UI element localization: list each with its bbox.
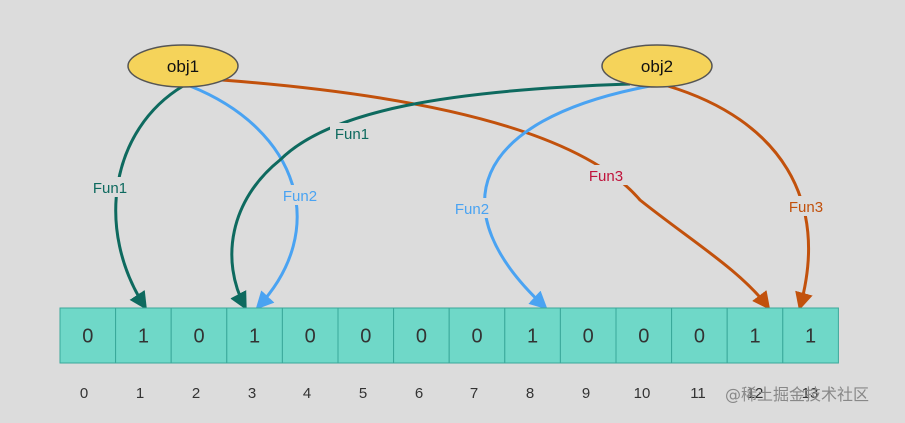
bit-cell-box: [281, 307, 339, 364]
obj2-fun2-label: Fun2: [455, 201, 489, 218]
obj1-fun2-label: Fun2: [283, 188, 317, 205]
obj2-fun3-label: Fun3: [789, 199, 823, 216]
bit-index-label: 7: [470, 385, 478, 402]
obj2-fun2-label-group: Fun2: [450, 198, 494, 218]
bit-cell: 0: [170, 307, 228, 364]
bit-value: 1: [249, 326, 260, 348]
bit-cell-box: [559, 307, 617, 364]
bit-cell: 1: [226, 307, 283, 364]
bit-cell: 0: [671, 307, 728, 364]
bit-value: 1: [527, 326, 538, 348]
bit-cell-box: [726, 307, 784, 364]
bit-index-label: 13: [802, 385, 819, 402]
bit-index-label: 6: [415, 385, 423, 402]
obj2-fun2-arrow: [483, 84, 651, 310]
bit-index-label: 8: [526, 385, 534, 402]
obj2-label: obj2: [641, 57, 673, 76]
bit-cell: 0: [615, 307, 673, 364]
bit-value: 0: [583, 326, 594, 348]
bit-value: 0: [360, 326, 371, 348]
bit-value: 1: [138, 326, 149, 348]
obj1-fun2-arrow: [189, 84, 299, 310]
bit-array: 0 1 0 1 0 0 0 0 1 0 0 0 1 1: [59, 307, 839, 364]
bit-index-label: 11: [690, 385, 706, 402]
bit-value: 0: [82, 326, 93, 348]
bit-cell-box: [226, 307, 283, 364]
bit-index-label: 4: [303, 385, 311, 402]
obj1-label: obj1: [167, 57, 199, 76]
bit-cell: 1: [115, 307, 172, 364]
bit-value: 0: [305, 326, 316, 348]
bit-index-label: 5: [359, 385, 367, 402]
obj2-fun3-arrow: [667, 84, 813, 311]
bit-cell: 0: [559, 307, 617, 364]
bit-value: 0: [471, 326, 482, 348]
bit-cell: 0: [393, 307, 450, 364]
obj1-node: obj1: [127, 44, 239, 88]
bit-index-label: 12: [747, 385, 764, 402]
bit-cell: 0: [448, 307, 506, 364]
bit-value: 0: [638, 326, 649, 348]
obj2-fun1-label: Fun1: [335, 126, 369, 143]
bit-index-label: 0: [80, 385, 88, 402]
bit-index-label: 1: [136, 385, 144, 402]
bit-cell: 1: [504, 307, 561, 364]
obj1-fun2-label-group: Fun2: [278, 185, 322, 205]
bit-value: 0: [193, 326, 204, 348]
bit-index-label: 9: [582, 385, 590, 402]
bit-cell-box: [337, 307, 395, 364]
obj2-fun1-label-group: Fun1: [330, 123, 374, 143]
bit-value: 1: [749, 326, 760, 348]
bit-cell: 0: [337, 307, 395, 364]
bit-index-label: 3: [248, 385, 256, 402]
bit-cell: 0: [281, 307, 339, 364]
bit-cell-box: [504, 307, 561, 364]
obj2-node: obj2: [601, 44, 713, 88]
bit-cell: 1: [726, 307, 784, 364]
obj1-fun3-label-group: Fun3: [584, 165, 628, 185]
obj1-fun1-label-group: Fun1: [88, 177, 132, 197]
bit-cell-box: [671, 307, 728, 364]
bit-value: 0: [416, 326, 427, 348]
bit-value: 0: [694, 326, 705, 348]
bit-index-label: 10: [634, 385, 651, 402]
bit-cell-box: [782, 307, 839, 364]
bit-cell-box: [615, 307, 673, 364]
bit-value: 1: [805, 326, 816, 348]
obj1-fun3-label: Fun3: [589, 168, 623, 185]
bit-cell: 1: [782, 307, 839, 364]
bit-index-label: 2: [192, 385, 200, 402]
bit-cell-box: [448, 307, 506, 364]
bit-cell-box: [170, 307, 228, 364]
obj2-fun3-label-group: Fun3: [784, 196, 828, 216]
obj1-fun1-label: Fun1: [93, 180, 127, 197]
bit-cell: 0: [59, 307, 117, 364]
watermark: @稀土掘金技术社区: [725, 385, 869, 404]
obj2-fun1-arrow: [230, 82, 631, 311]
